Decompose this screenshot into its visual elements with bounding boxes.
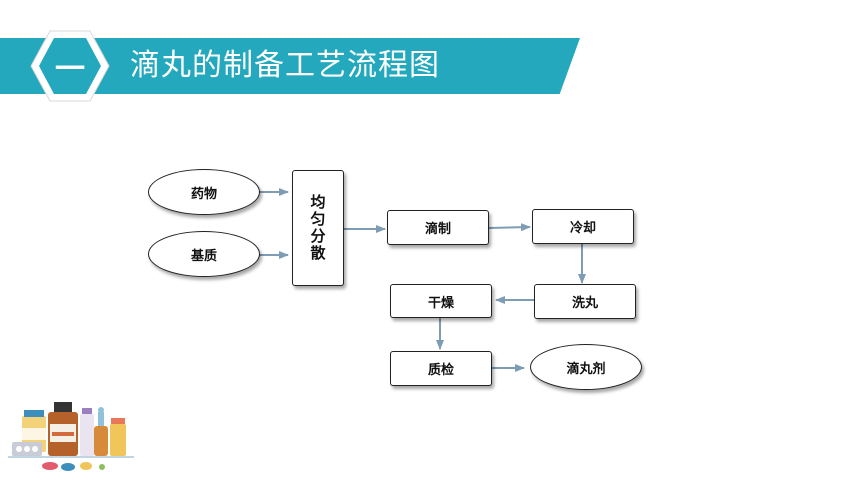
page-title: 滴丸的制备工艺流程图 <box>130 48 440 83</box>
hexagon-icon <box>30 30 110 102</box>
section-number: 一 <box>55 52 85 87</box>
node-cooling: 冷却 <box>532 209 634 244</box>
medicine-bottles-illustration <box>8 402 134 471</box>
section-number-badge: 一 <box>28 28 112 104</box>
node-product: 滴丸剂 <box>530 344 642 390</box>
node-washing: 洗丸 <box>534 284 636 319</box>
node-drying: 干燥 <box>390 284 492 318</box>
node-drug: 药物 <box>148 169 260 215</box>
node-inspection: 质检 <box>390 351 492 386</box>
node-base: 基质 <box>148 231 260 277</box>
arrow-dripping-to-cooling <box>488 223 531 232</box>
node-dripping: 滴制 <box>387 210 489 245</box>
node-disperse: 均匀分散 <box>292 170 344 286</box>
